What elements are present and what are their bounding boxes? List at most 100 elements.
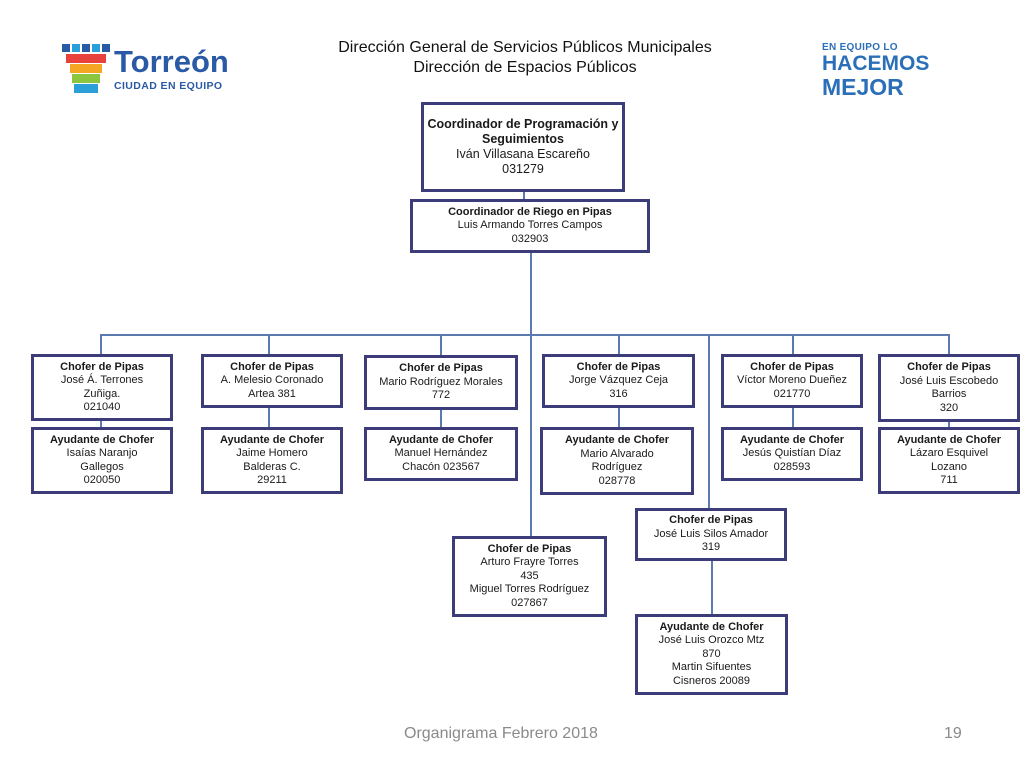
org-box-chofer-silos: Chofer de Pipas José Luis Silos Amador 3… bbox=[635, 508, 787, 561]
person-line: 316 bbox=[609, 387, 628, 400]
role-label: Ayudante de Chofer bbox=[219, 433, 325, 446]
person-line: José Luis Escobedo bbox=[899, 374, 999, 387]
role-label: Chofer de Pipas bbox=[576, 360, 661, 373]
role-label: Chofer de Pipas bbox=[399, 362, 483, 375]
person-line: Barrios bbox=[931, 388, 967, 400]
connector-silos-to-orozco bbox=[711, 559, 713, 616]
org-box-ayudante-2: Ayudante de Chofer Jaime Homero Balderas… bbox=[201, 427, 343, 494]
slide-number: 19 bbox=[944, 725, 962, 742]
connector-pair-1 bbox=[100, 419, 102, 429]
role-label: Coordinador de Riego en Pipas bbox=[448, 205, 612, 218]
person-line: Arturo Frayre Torres bbox=[480, 556, 579, 569]
connector-drop-3 bbox=[440, 334, 442, 356]
person-line: 435 bbox=[520, 569, 539, 582]
person-line: 020050 bbox=[83, 474, 121, 486]
torreon-wordmark: Torreón bbox=[114, 44, 229, 79]
person-line: José Á. Terrones bbox=[60, 374, 144, 386]
role-label: Chofer de Pipas bbox=[230, 360, 314, 373]
person-line: Mario Alvarado bbox=[580, 447, 654, 460]
org-box-chofer-2: Chofer de Pipas A. Melesio Coronado Arte… bbox=[201, 354, 343, 408]
org-box-top-coordinator: Coordinador de Programación y Seguimient… bbox=[421, 102, 625, 192]
person-line: Jaime Homero bbox=[236, 447, 308, 459]
logo-right-line2: HACEMOS bbox=[822, 52, 930, 75]
person-line: Lozano bbox=[930, 460, 968, 473]
connector-pair-4 bbox=[618, 406, 620, 428]
person-line: Zuñiga. bbox=[83, 387, 121, 400]
person-line: 870 bbox=[702, 647, 721, 660]
org-box-chofer-1: Chofer de Pipas José Á. Terrones Zuñiga.… bbox=[31, 354, 173, 421]
connector-pair-5 bbox=[792, 406, 794, 428]
connector-horizontal-bus bbox=[100, 334, 950, 336]
org-box-chofer-3: Chofer de Pipas Mario Rodríguez Morales … bbox=[364, 355, 518, 410]
connector-drop-2 bbox=[268, 334, 270, 356]
org-box-ayudante-4: Ayudante de Chofer Mario Alvarado Rodríg… bbox=[540, 427, 694, 495]
connector-drop-4 bbox=[618, 334, 620, 356]
person-line: 028593 bbox=[773, 460, 811, 473]
person-line: Gallegos bbox=[80, 460, 124, 473]
org-box-chofer-4: Chofer de Pipas Jorge Vázquez Ceja 316 bbox=[542, 354, 695, 408]
employee-id: 031279 bbox=[502, 162, 544, 176]
connector-silos-branch bbox=[708, 334, 710, 510]
person-line: Lázaro Esquivel bbox=[909, 447, 989, 459]
person-line: 027867 bbox=[511, 596, 548, 609]
role-label: Chofer de Pipas bbox=[487, 542, 572, 555]
role-label: Ayudante de Chofer bbox=[49, 433, 155, 446]
header-subtitle: Dirección de Espacios Públicos bbox=[413, 59, 637, 76]
connector-pair-3 bbox=[440, 408, 442, 428]
role-label: Chofer de Pipas bbox=[60, 360, 144, 373]
person-line: Cisneros 20089 bbox=[672, 674, 751, 687]
role-label: Ayudante de Chofer bbox=[739, 433, 845, 446]
connector-top-to-riego bbox=[523, 190, 525, 202]
role-label: Chofer de Pipas bbox=[669, 514, 753, 527]
person-line: 772 bbox=[431, 389, 451, 402]
person-line: Rodríguez bbox=[591, 461, 643, 473]
connector-pair-6 bbox=[948, 420, 950, 428]
connector-drop-1 bbox=[100, 334, 102, 356]
person-line: José Luis Orozco Mtz bbox=[658, 634, 765, 647]
person-line: Martin Sifuentes bbox=[671, 661, 752, 674]
org-box-chofer-arturo: Chofer de Pipas Arturo Frayre Torres 435… bbox=[452, 536, 607, 617]
footer-caption: Organigrama Febrero 2018 bbox=[404, 725, 598, 742]
person-line: 29211 bbox=[257, 474, 287, 486]
role-label: Chofer de Pipas bbox=[750, 360, 834, 373]
role-label: Ayudante de Chofer bbox=[896, 433, 1002, 446]
logo-right-line3: MEJOR bbox=[822, 74, 904, 100]
role-label: Ayudante de Chofer bbox=[659, 620, 764, 633]
person-line: Artea 381 bbox=[248, 387, 296, 400]
employee-id: 032903 bbox=[511, 232, 549, 245]
person-line: Víctor Moreno Dueñez bbox=[736, 374, 848, 387]
connector-drop-6 bbox=[948, 334, 950, 356]
person-line: 028778 bbox=[598, 474, 636, 487]
person-line: Chacón 023567 bbox=[402, 460, 480, 473]
org-box-ayudante-1: Ayudante de Chofer Isaías Naranjo Galleg… bbox=[31, 427, 173, 494]
person-line: Manuel Hernández bbox=[394, 447, 488, 460]
person-line: 319 bbox=[701, 541, 721, 554]
org-box-ayudante-5: Ayudante de Chofer Jesús Quistían Díaz 0… bbox=[721, 427, 863, 481]
person-line: Balderas C. bbox=[243, 460, 301, 473]
person-line: Jorge Vázquez Ceja bbox=[568, 374, 669, 387]
person-line: Isaías Naranjo bbox=[66, 447, 138, 459]
role-label: Ayudante de Chofer bbox=[388, 433, 494, 446]
connector-riego-trunk bbox=[530, 251, 532, 538]
org-box-ayudante-orozco: Ayudante de Chofer José Luis Orozco Mtz … bbox=[635, 614, 788, 695]
torreon-tagline: CIUDAD EN EQUIPO bbox=[114, 80, 223, 92]
org-box-ayudante-3: Ayudante de Chofer Manuel Hernández Chac… bbox=[364, 427, 518, 481]
org-box-chofer-6: Chofer de Pipas José Luis Escobedo Barri… bbox=[878, 354, 1020, 422]
connector-drop-5 bbox=[792, 334, 794, 356]
person-line: 320 bbox=[939, 401, 959, 414]
role-label: Coordinador de Programación y Seguimient… bbox=[427, 117, 619, 146]
torreon-tower-icon bbox=[62, 44, 110, 93]
connector-pair-2 bbox=[268, 406, 270, 428]
role-label: Ayudante de Chofer bbox=[564, 434, 670, 446]
person-name: Iván Villasana Escareño bbox=[456, 147, 590, 161]
header-title: Dirección General de Servicios Públicos … bbox=[338, 39, 712, 56]
person-line: José Luis Silos Amador bbox=[653, 527, 769, 540]
torreon-logo: Torreón CIUDAD EN EQUIPO bbox=[58, 42, 258, 98]
org-box-ayudante-6: Ayudante de Chofer Lázaro Esquivel Lozan… bbox=[878, 427, 1020, 494]
person-line: 711 bbox=[940, 474, 958, 486]
logo-right-line1: EN EQUIPO LO bbox=[822, 42, 898, 53]
hacemos-mejor-logo: EN EQUIPO LO HACEMOS MEJOR bbox=[822, 42, 932, 100]
person-line: Mario Rodríguez Morales bbox=[379, 375, 503, 388]
person-line: Jesús Quistían Díaz bbox=[742, 447, 842, 460]
role-label: Chofer de Pipas bbox=[907, 361, 991, 373]
